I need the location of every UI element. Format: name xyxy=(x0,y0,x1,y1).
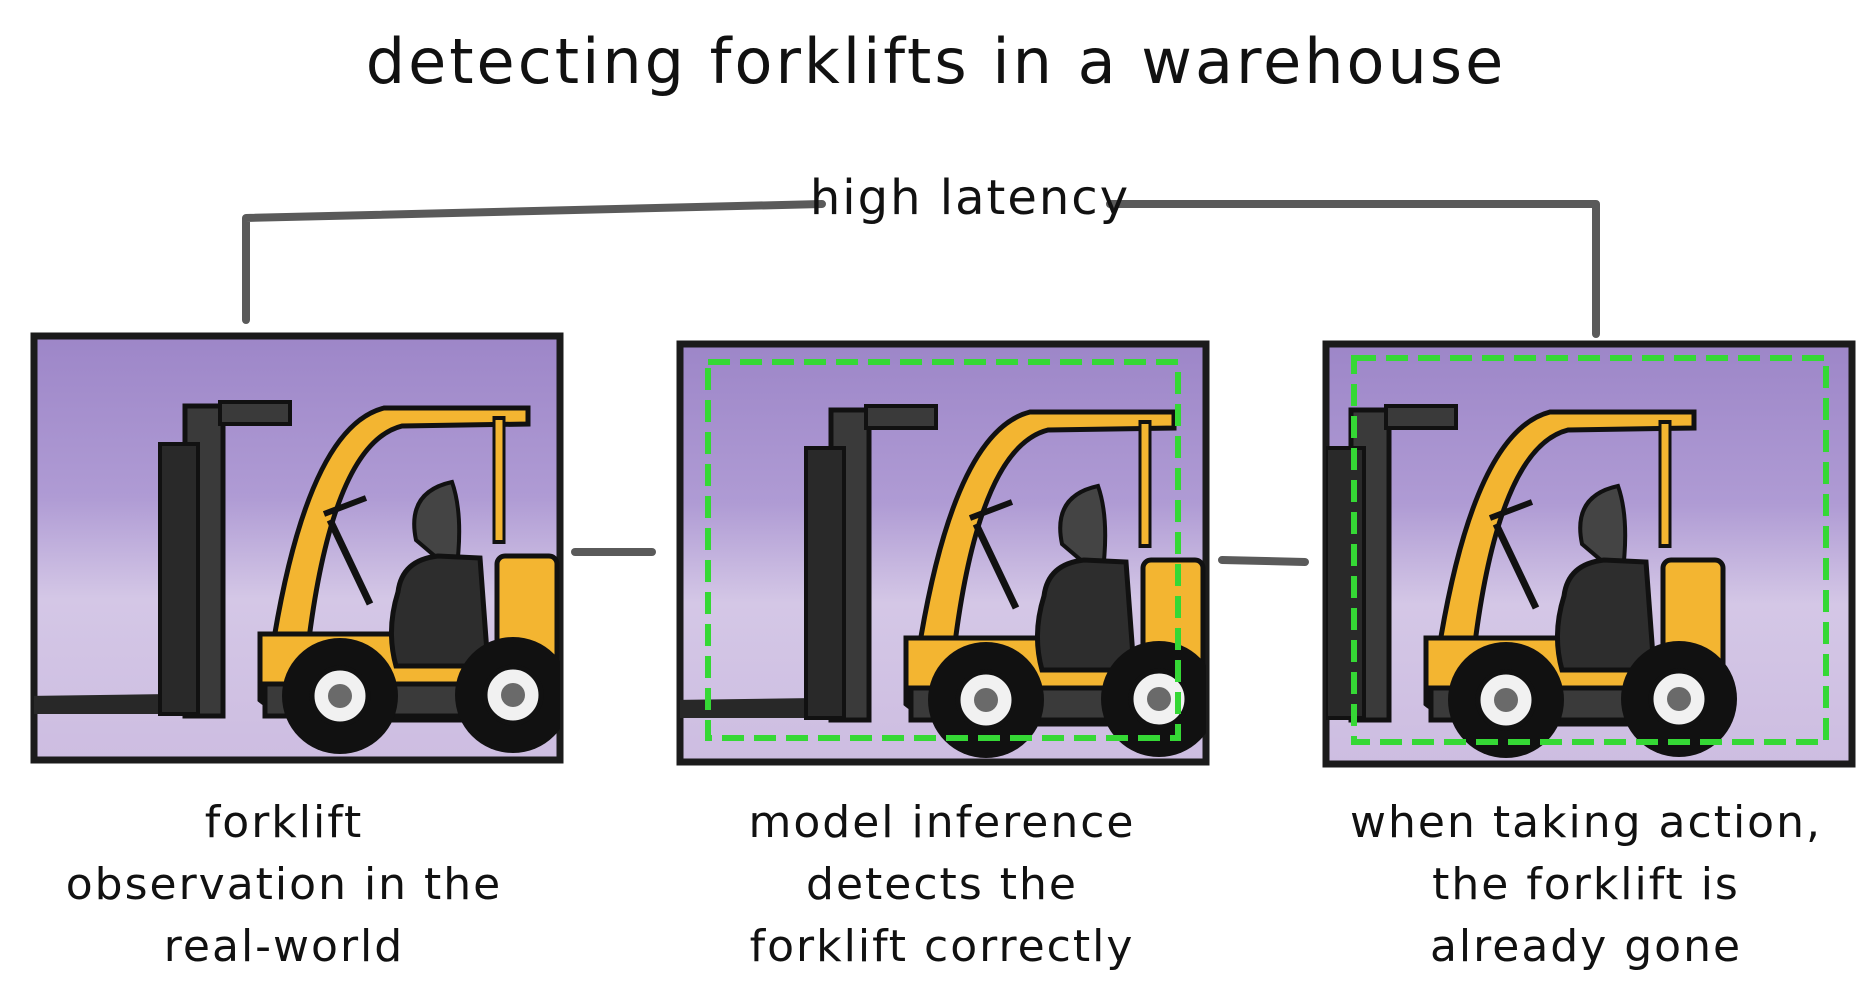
caption-action-line-1: when taking action, xyxy=(1350,797,1822,848)
caption-inference-line-3: forklift correctly xyxy=(750,921,1135,972)
caption-inference-line-1: model inference xyxy=(748,797,1135,848)
caption-inference-line-2: detects the xyxy=(806,859,1078,910)
caption-observation-line-2: observation in the xyxy=(66,859,503,910)
caption-action-line-3: already gone xyxy=(1430,921,1742,972)
bounding-box-icon xyxy=(705,359,1181,741)
latency-label: high latency xyxy=(810,170,1130,226)
latency-bracket-left xyxy=(242,200,826,324)
caption-inference: model inference detects the forklift cor… xyxy=(748,797,1135,972)
caption-observation: forklift observation in the real-world xyxy=(66,797,503,972)
panel-connector-2-3 xyxy=(1218,556,1309,566)
caption-observation-line-1: forklift xyxy=(205,797,363,848)
caption-action-line-2: the forklift is xyxy=(1432,859,1740,910)
latency-bracket-right xyxy=(1106,200,1600,338)
bounding-box-icon xyxy=(1351,355,1829,745)
panel-observation xyxy=(30,332,564,764)
panel-action xyxy=(1322,340,1856,768)
caption-observation-line-3: real-world xyxy=(164,921,404,972)
panel-inference xyxy=(676,340,1210,766)
diagram-title: detecting forklifts in a warehouse xyxy=(366,25,1506,98)
caption-action: when taking action, the forklift is alre… xyxy=(1350,797,1822,972)
